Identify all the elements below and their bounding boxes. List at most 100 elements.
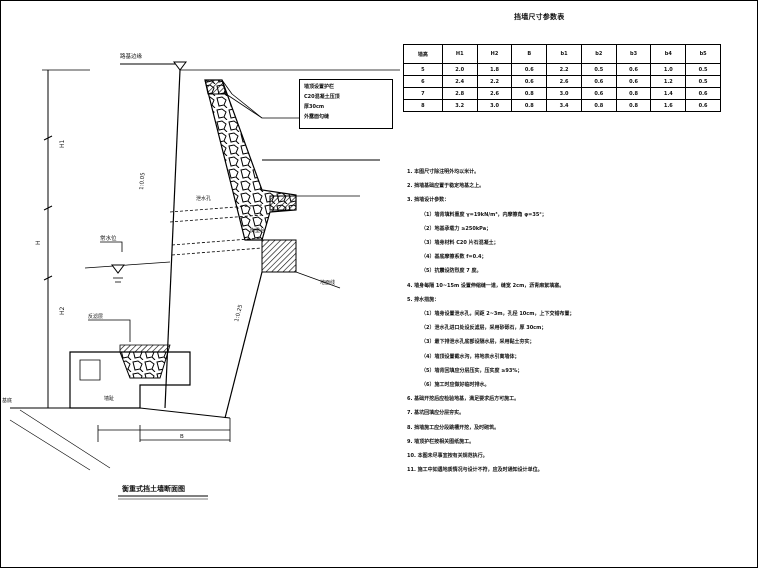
note-line: 11. 施工中如遇地质情况与设计不符，应及时通知设计单位。 <box>407 467 543 474</box>
platform-label: 衡重台 <box>250 227 265 234</box>
callout-line: C20混凝土压顶 <box>304 94 340 100</box>
note-line: （5）抗震设防烈度 7 度。 <box>421 268 482 275</box>
table-header-cell: 墙高 <box>403 44 443 64</box>
note-line: 8. 挡墙施工应分段跳槽开挖，及时砌筑。 <box>407 424 500 431</box>
table-cell: 0.6 <box>511 63 548 76</box>
table-cell: 0.5 <box>685 63 721 76</box>
dimension-table: 墙高 H1 H2 B b1 b2 b3 b4 b5 5 2.0 1.8 0.6 … <box>403 44 721 112</box>
table-cell: 3.4 <box>546 99 582 112</box>
wall-back-line <box>164 69 181 409</box>
table-header-cell: b5 <box>685 44 721 64</box>
filter-label: 反滤层 <box>88 313 103 320</box>
note-line: （3）最下排泄水孔底部设隔水层，采用黏土夯实； <box>421 339 535 346</box>
dim-b-label: B <box>180 434 184 440</box>
table-cell: 1.8 <box>476 63 513 76</box>
table-cell: 2.8 <box>441 87 478 100</box>
drain-pipe-2 <box>171 237 263 246</box>
water-level-line <box>84 261 171 269</box>
table-cell: 0.6 <box>615 63 652 76</box>
ground-label: 地面线 <box>320 279 335 286</box>
table-cell: 1.6 <box>650 99 687 112</box>
table-cell: 1.0 <box>650 63 687 76</box>
drain-pipe-1 <box>169 204 263 213</box>
foundation-rubble <box>119 351 169 379</box>
note-line: 4. 墙身每隔 10~15m 设置伸缩缝一道，缝宽 2cm，沥青麻絮填塞。 <box>407 282 565 289</box>
note-line: （1）墙身设置泄水孔，间距 2~3m，孔径 10cm，上下交错布置； <box>421 311 575 318</box>
note-line: 1. 本图尺寸除注明外均以米计。 <box>407 169 480 175</box>
table-cell: 2.6 <box>546 75 582 88</box>
drain-label: 泄水孔 <box>196 195 211 202</box>
table-cell: 2.2 <box>476 75 513 88</box>
table-cell: 0.6 <box>685 99 721 112</box>
table-cell: 8 <box>403 99 443 112</box>
table-cell: 0.8 <box>615 99 652 112</box>
note-line: （2）泄水孔进口处设反滤层，采用砂砾石，厚 30cm； <box>421 325 547 332</box>
table-cell: 1.4 <box>650 87 687 100</box>
table-row: 8 3.2 3.0 0.8 3.4 0.8 0.8 1.6 0.6 <box>403 99 721 112</box>
top-label: 路基边缘 <box>120 52 143 60</box>
dim-total-label: H <box>35 240 42 245</box>
callout-line: 墙顶设置护栏 <box>304 84 335 90</box>
base-line <box>139 407 231 419</box>
note-line: 9. 墙顶护栏按相关图纸施工。 <box>407 438 475 445</box>
table-title: 挡墙尺寸参数表 <box>514 13 565 21</box>
table-cell: 0.5 <box>685 75 721 88</box>
callout-leader <box>225 93 299 119</box>
table-cell: 0.6 <box>685 87 721 100</box>
table-cell: 7 <box>403 87 443 100</box>
toe-label: 墙趾 <box>104 395 114 402</box>
table-cell: 3.0 <box>546 87 582 100</box>
table-header-row: 墙高 H1 H2 B b1 b2 b3 b4 b5 <box>403 44 721 64</box>
table-cell: 0.8 <box>511 87 548 100</box>
table-row: 6 2.4 2.2 0.6 2.6 0.6 0.6 1.2 0.5 <box>403 75 721 88</box>
note-line: （4）墙顶设置截水沟，将地表水引离墙体； <box>421 353 520 360</box>
table-cell: 0.5 <box>580 63 617 76</box>
table-header-cell: b1 <box>546 44 582 64</box>
note-line: 10. 本图未尽事宜按有关规范执行。 <box>407 453 488 460</box>
note-line: 2. 挡墙基础应置于稳定地基之上。 <box>407 183 485 190</box>
table-cell: 2.0 <box>441 63 478 76</box>
wall-cap <box>204 79 227 95</box>
slope-label-back: 1:0.05 <box>139 172 147 191</box>
table-cell: 0.6 <box>580 87 617 100</box>
table-row: 5 2.0 1.8 0.6 2.2 0.5 0.6 1.0 0.5 <box>403 63 721 76</box>
table-cell: 0.8 <box>615 87 652 100</box>
callout-line: 外露面勾缝 <box>304 114 330 120</box>
note-line: （5）墙背回填应分层压实，压实度 ≥93%； <box>421 367 523 374</box>
slope-label-face: 1:0.25 <box>234 303 244 322</box>
table-cell: 3.2 <box>441 99 478 112</box>
table-row: 7 2.8 2.6 0.8 3.0 0.6 0.8 1.4 0.6 <box>403 87 721 100</box>
table-cell: 0.6 <box>511 75 548 88</box>
table-header-cell: b4 <box>650 44 687 64</box>
note-line: （3）墙身材料 C20 片石混凝土； <box>421 240 499 247</box>
table-header-cell: B <box>511 44 548 64</box>
table-cell: 0.6 <box>580 75 617 88</box>
platform-block <box>261 239 297 273</box>
table-header-cell: H2 <box>476 44 513 64</box>
table-header-cell: H1 <box>441 44 478 64</box>
lower-wall-face <box>224 271 263 419</box>
water-level-triangle <box>111 264 125 274</box>
base-label: 基底 <box>2 397 12 404</box>
ground-line-right <box>295 271 341 289</box>
table-cell: 0.6 <box>615 75 652 88</box>
table-header-cell: b2 <box>580 44 617 64</box>
slope-ground-2 <box>19 409 111 469</box>
table-cell: 5 <box>403 63 443 76</box>
filter-layer <box>119 344 171 353</box>
note-line: （4）基底摩擦系数 f=0.4； <box>421 254 487 261</box>
water-label: 常水位 <box>100 234 117 242</box>
wall-cap-callout: 墙顶设置护栏 C20混凝土压顶 厚30cm 外露面勾缝 <box>299 79 393 129</box>
callout-line: 厚30cm <box>304 104 325 110</box>
table-cell: 1.2 <box>650 75 687 88</box>
table-cell: 3.0 <box>476 99 513 112</box>
platform-cap <box>269 195 297 211</box>
table-cell: 6 <box>403 75 443 88</box>
note-line: （1）墙背填料重度 γ=19kN/m³，内摩擦角 φ=35°； <box>421 211 547 218</box>
dim-h1-label: H1 <box>59 139 66 148</box>
note-line: 5. 排水措施： <box>407 296 440 303</box>
elevation-triangle <box>173 61 187 71</box>
